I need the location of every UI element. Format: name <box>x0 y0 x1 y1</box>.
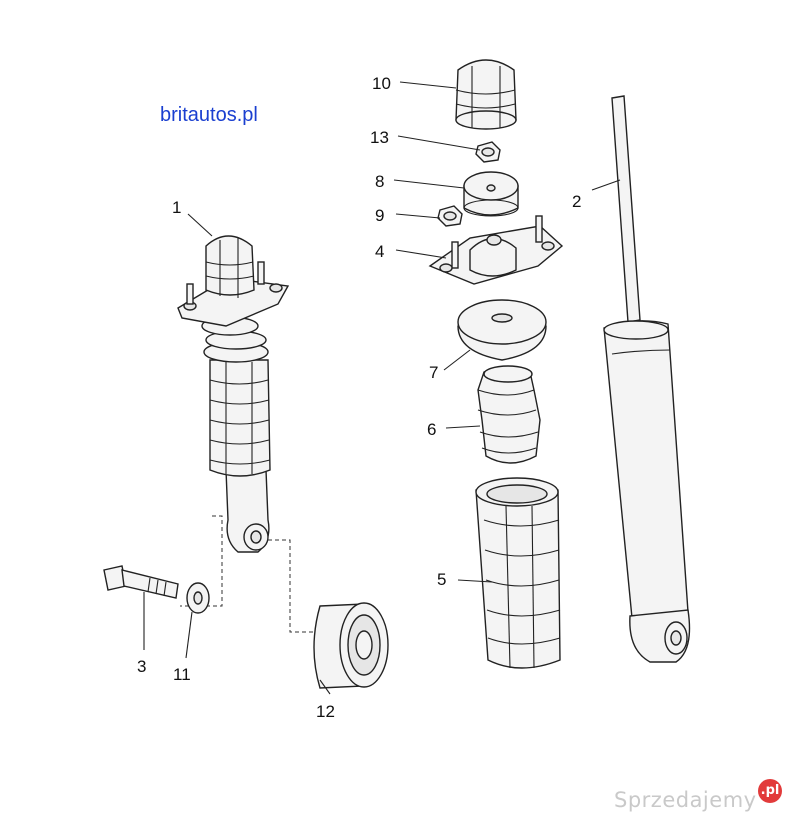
spring-seat-icon <box>457 299 547 361</box>
callout-11: 11 <box>173 665 191 684</box>
callout-9: 9 <box>375 206 384 225</box>
callout-4: 4 <box>375 242 384 261</box>
site-watermark: britautos.pl <box>160 104 258 126</box>
callout-2: 2 <box>572 192 581 211</box>
callout-labels: 1 2 3 4 5 6 7 8 9 10 11 12 13 <box>137 74 581 721</box>
strut-top-mount-icon <box>428 215 564 285</box>
shock-absorber-icon <box>603 95 691 663</box>
bump-stop-icon <box>477 365 541 464</box>
callout-8: 8 <box>375 172 384 191</box>
callout-3: 3 <box>137 657 146 676</box>
bushing-icon <box>313 602 389 689</box>
shock-absorber-assembly-icon <box>177 235 290 553</box>
top-cap-icon <box>455 59 517 130</box>
callout-1: 1 <box>172 198 181 217</box>
callout-10: 10 <box>372 74 391 93</box>
dust-boot-icon <box>475 477 561 669</box>
callout-5: 5 <box>437 570 446 589</box>
small-nut-icon <box>475 141 501 163</box>
nut-icon <box>437 205 463 227</box>
marketplace-badge: .pl <box>758 779 782 803</box>
callout-7: 7 <box>429 363 438 382</box>
marketplace-watermark: Sprzedajemy <box>614 788 757 812</box>
leader-lines <box>143 81 621 695</box>
callout-6: 6 <box>427 420 436 439</box>
bolt-icon <box>103 565 179 599</box>
washer-icon <box>186 582 210 614</box>
callout-12: 12 <box>316 702 335 721</box>
callout-13: 13 <box>370 128 389 147</box>
mount-bearing-icon <box>463 171 519 217</box>
